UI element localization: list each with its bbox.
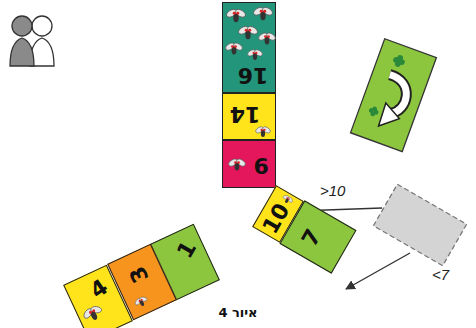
- fly-icon: [252, 5, 274, 19]
- fly-eye: [260, 129, 262, 131]
- empty-card-slot: [373, 184, 466, 266]
- card-number: 3: [126, 263, 152, 286]
- fly-eye: [286, 197, 288, 199]
- fly-eye: [260, 9, 263, 12]
- card-number: 1: [174, 238, 201, 262]
- card-number: 7: [298, 226, 325, 250]
- fly-eye: [140, 299, 143, 302]
- fly-icon: [227, 158, 246, 171]
- fly-icon: [247, 48, 264, 59]
- rotate-card-part-part: [396, 54, 404, 62]
- fly-body: [139, 300, 145, 307]
- figure-caption: איור 4: [218, 306, 257, 320]
- fly-eye: [92, 309, 96, 313]
- rotate-card-part: [378, 103, 403, 132]
- rotate-card-part: [377, 75, 411, 117]
- player-pawns-part: [32, 16, 52, 36]
- number-card: 16: [222, 2, 276, 93]
- rotate-card: [351, 39, 437, 152]
- fly-eye: [89, 310, 93, 314]
- rotate-card-part-part: [372, 106, 378, 112]
- condition-label: >10: [318, 182, 347, 199]
- fly-icon: [257, 31, 276, 44]
- fly-icon: [237, 24, 259, 38]
- fly-eye: [234, 45, 237, 48]
- rotate-card-part: [377, 75, 411, 117]
- move-arrows-part: [346, 253, 410, 289]
- fly-eye: [233, 11, 236, 14]
- fly-eye: [245, 28, 248, 31]
- number-card: 9: [222, 140, 276, 188]
- fly-eye: [267, 35, 270, 38]
- fly-eye: [288, 198, 290, 200]
- fly-icon: [132, 294, 149, 309]
- number-card: 14: [222, 93, 276, 140]
- fly-body: [284, 198, 289, 204]
- card-number: 9: [253, 154, 268, 176]
- rotate-card-part-part: [370, 111, 376, 117]
- fly-eye: [252, 51, 254, 53]
- rotate-card-part-part: [394, 60, 402, 68]
- fly-eye: [263, 129, 265, 131]
- condition-label: <7: [430, 266, 451, 283]
- card-number: 16: [238, 64, 269, 86]
- fly-eye: [234, 161, 237, 164]
- fly-icon: [255, 126, 272, 137]
- card-art: [223, 141, 277, 189]
- rotate-card-part: [351, 39, 437, 152]
- fly-eye: [248, 28, 251, 31]
- fly-icon: [225, 7, 247, 21]
- player-pawns-part: [10, 38, 34, 66]
- fly-eye: [236, 11, 239, 14]
- fly-eye: [237, 161, 240, 164]
- fly-eye: [264, 35, 267, 38]
- fly-icon: [80, 302, 106, 324]
- player-pawns-part: [12, 16, 32, 36]
- fly-eye: [138, 300, 141, 303]
- card-number: 4: [87, 275, 112, 302]
- player-pawns: [10, 16, 54, 66]
- card-number: 14: [230, 103, 261, 125]
- fly-icon: [224, 41, 243, 54]
- fly-eye: [263, 9, 266, 12]
- empty-card-slot-part: [373, 184, 466, 266]
- fly-eye: [231, 45, 234, 48]
- fly-eye: [255, 51, 257, 53]
